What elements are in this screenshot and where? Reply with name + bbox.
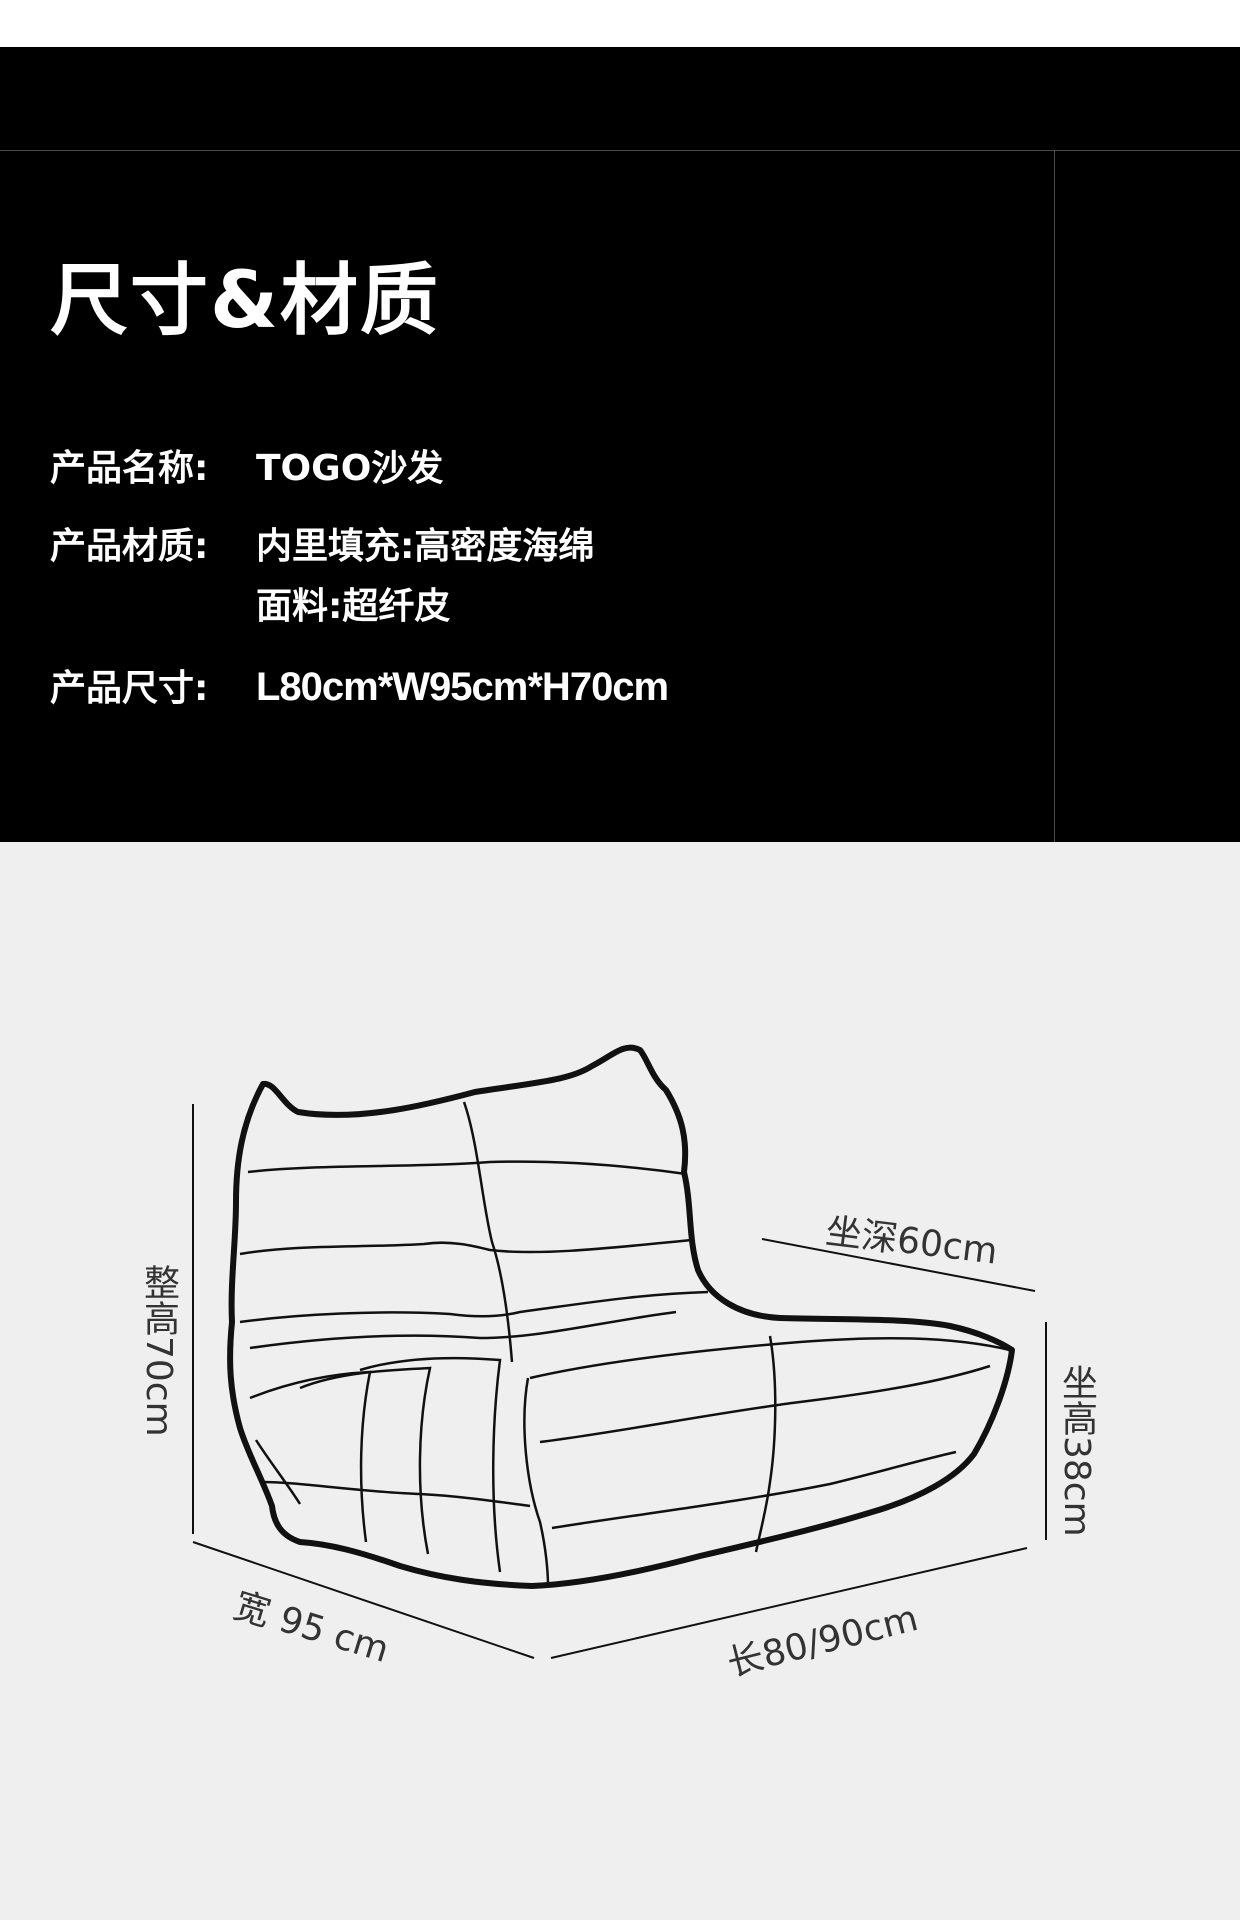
- side-fold-3: [359, 1356, 502, 1573]
- vertical-divider: [1054, 150, 1055, 842]
- name-label: 产品名称:: [50, 448, 209, 489]
- sofa-outline: [227, 1044, 1015, 1589]
- size-value: L80cm*W95cm*H70cm: [256, 665, 669, 709]
- seat-height-label: 坐高38cm: [1056, 1364, 1097, 1537]
- back-seam-4: [249, 1310, 677, 1350]
- dimension-drawing-panel: 整高70cm 坐深60cm 坐高38cm 宽 95 cm 长80/90cm: [0, 842, 1240, 1920]
- material-value-fabric: 面料:超纤皮: [256, 586, 451, 627]
- material-label: 产品材质:: [50, 526, 209, 567]
- size-label: 产品尺寸:: [50, 668, 209, 709]
- back-seam-1: [247, 1160, 687, 1176]
- top-white-strip: [0, 0, 1240, 47]
- width-line: [192, 1541, 535, 1659]
- back-seam-3: [239, 1290, 709, 1324]
- spec-row-size: 产品尺寸: L80cm*W95cm*H70cm: [50, 663, 669, 711]
- spec-row-material: 产品材质: 内里填充:高密度海绵: [50, 525, 594, 568]
- length-line: [550, 1547, 1028, 1659]
- seat-front-panel: [523, 1377, 550, 1587]
- seat-vertical-seam: [754, 1335, 777, 1553]
- spec-row-material-fabric: 面料:超纤皮: [256, 585, 450, 628]
- spec-row-name: 产品名称: TOGO沙发: [50, 447, 443, 490]
- seat-front-edge: [529, 1336, 1011, 1380]
- page-title: 尺寸&材质: [50, 256, 441, 346]
- name-value: TOGO沙发: [256, 448, 444, 489]
- back-seam-2: [239, 1238, 693, 1256]
- horizontal-divider: [0, 150, 1240, 151]
- seat-mid-seam: [539, 1364, 991, 1444]
- side-curve-1: [254, 1439, 302, 1505]
- side-fold-2: [299, 1366, 432, 1555]
- back-vertical-seam: [462, 1101, 514, 1363]
- spec-panel: 尺寸&材质 产品名称: TOGO沙发 产品材质: 内里填充:高密度海绵 面料:超纤皮…: [0, 47, 1240, 842]
- side-curve-2: [261, 1480, 531, 1508]
- seat-depth-line: [761, 1238, 1036, 1292]
- sofa-line-drawing: [192, 1044, 1047, 1659]
- seat-low-seam: [551, 1450, 957, 1530]
- material-value-filling: 内里填充:高密度海绵: [256, 526, 595, 567]
- total-height-label: 整高70cm: [138, 1264, 179, 1437]
